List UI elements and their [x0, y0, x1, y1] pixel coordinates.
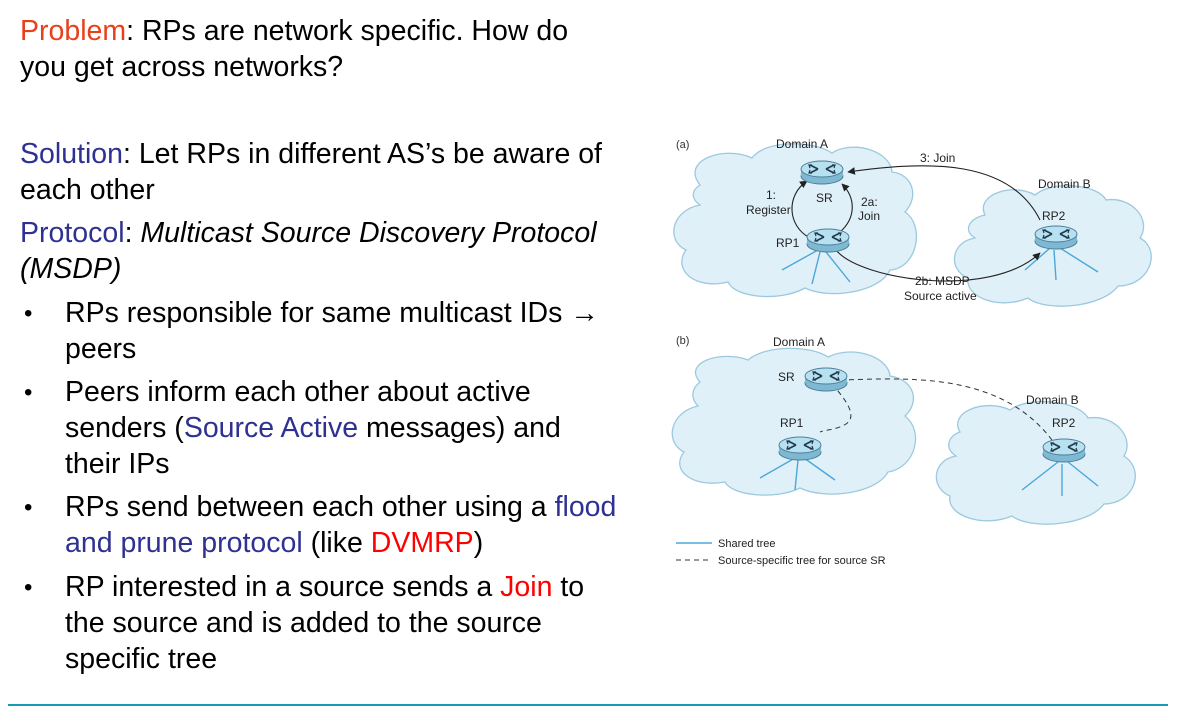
- cloud-domain-b-b: [935, 400, 1136, 525]
- flood-highlight: flood: [554, 491, 617, 523]
- router-rp1-b: [778, 436, 822, 461]
- step3-label: 3: Join: [920, 151, 955, 165]
- domain-a-label-b: Domain A: [773, 335, 825, 349]
- bullet-marker-4: •: [24, 574, 33, 601]
- join-highlight: Join: [500, 571, 553, 603]
- legend-shared-label: Shared tree: [718, 538, 775, 550]
- source-specific-tree: [819, 378, 1053, 441]
- bullet-1-line-2: peers: [65, 333, 137, 365]
- bullet-marker-3: •: [24, 494, 33, 521]
- step2a-label-b: Join: [858, 209, 880, 223]
- rp1-label-a: RP1: [776, 236, 800, 250]
- protocol-label: Protocol: [20, 217, 125, 249]
- bullet-2-line-2: senders (Source Active messages) and: [65, 410, 561, 446]
- bullet-4-line-1: RP interested in a source sends a Join t…: [65, 569, 584, 605]
- problem-text-1: : RPs are network specific. How do: [126, 15, 569, 47]
- protocol-name: Multicast Source Discovery Protocol: [140, 217, 597, 249]
- cloud-domain-a-b: [671, 347, 917, 496]
- bullet-3-text-c: ): [473, 527, 484, 559]
- bullet-4-line-2: the source and is added to the source: [65, 607, 542, 639]
- bottom-rule: [8, 704, 1168, 706]
- domain-b-label-a: Domain B: [1038, 177, 1091, 191]
- step2a-label-a: 2a:: [861, 195, 878, 209]
- bullet-2-text-b: messages) and: [358, 412, 561, 444]
- protocol-line-2: (MSDP): [20, 253, 122, 285]
- problem-line-1: Problem: RPs are network specific. How d…: [20, 13, 568, 49]
- source-active-highlight: Source Active: [183, 412, 359, 444]
- shared-tree-b: [759, 457, 1099, 496]
- bullet-3-text-a: RPs send between each other using a: [65, 491, 555, 523]
- rp2-label-b: RP2: [1052, 416, 1076, 430]
- rp2-label-a: RP2: [1042, 209, 1066, 223]
- router-rp2-a: [1034, 225, 1078, 250]
- dvmrp-highlight: DVMRP: [370, 527, 474, 559]
- problem-label: Problem: [20, 15, 127, 47]
- bullet-2-line-3: their IPs: [65, 448, 170, 480]
- bullet-3-line-2: and prune protocol (like DVMRP): [65, 525, 483, 561]
- bullet-marker-1: •: [24, 300, 33, 327]
- router-sr-b: [804, 367, 848, 392]
- solution-line-2: each other: [20, 174, 155, 206]
- protocol-line-1: Protocol: Multicast Source Discovery Pro…: [20, 215, 597, 251]
- domain-a-label-a: Domain A: [776, 137, 828, 151]
- step2b-label-b: Source active: [904, 289, 977, 303]
- bullet-marker-2: •: [24, 379, 33, 406]
- router-sr-a: [800, 160, 844, 185]
- router-rp2-b: [1042, 438, 1086, 463]
- problem-line-2: you get across networks?: [20, 51, 344, 83]
- solution-label: Solution: [20, 138, 123, 170]
- tag-a: (a): [676, 139, 689, 151]
- sr-label-b: SR: [778, 370, 795, 384]
- join-2a-arrow: [839, 183, 853, 233]
- join-3-arrow: [847, 165, 1041, 221]
- rp1-label-b: RP1: [780, 416, 804, 430]
- solution-text-1: : Let RPs in different AS’s be aware of: [123, 138, 602, 170]
- domain-b-label-b: Domain B: [1026, 393, 1079, 407]
- bullet-1-line-1: RPs responsible for same multicast IDs →: [65, 297, 599, 329]
- bullet-4-text-b: to: [552, 571, 585, 603]
- prune-protocol-highlight: and prune protocol: [65, 527, 303, 559]
- sr-label-a: SR: [816, 191, 833, 205]
- msdp-sa-arrow: [835, 249, 1041, 282]
- cloud-domain-a-a: [673, 143, 918, 298]
- bullet-4-line-3: specific tree: [65, 643, 218, 675]
- legend-source-label: Source-specific tree for source SR: [718, 555, 886, 567]
- step2b-label-a: 2b: MSDP: [915, 274, 970, 288]
- step1-label-a: 1:: [766, 188, 776, 202]
- protocol-sep: :: [124, 217, 141, 249]
- bullet-2-text-a: senders (: [65, 412, 184, 444]
- step1-label-b: Register: [746, 203, 791, 217]
- tag-b: (b): [676, 335, 689, 347]
- bullet-4-text-a: RP interested in a source sends a: [65, 571, 501, 603]
- solution-line-1: Solution: Let RPs in different AS’s be a…: [20, 136, 602, 172]
- bullet-2-line-1: Peers inform each other about active: [65, 376, 531, 408]
- bullet-3-text-b: (like: [302, 527, 371, 559]
- register-arrow: [791, 180, 811, 239]
- bullet-3-line-1: RPs send between each other using a floo…: [65, 489, 616, 525]
- router-rp1-a: [806, 228, 850, 253]
- shared-tree-a: [781, 247, 1099, 285]
